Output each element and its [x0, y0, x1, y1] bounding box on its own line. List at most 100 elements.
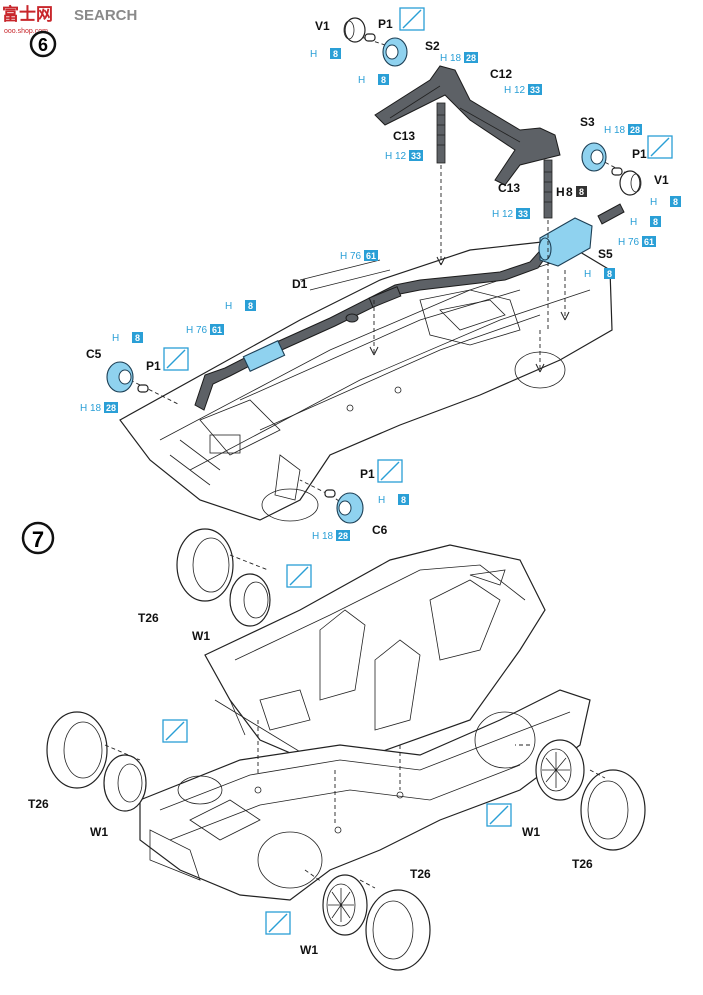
svg-text:8: 8	[653, 217, 658, 227]
label-s3: S3	[580, 115, 595, 129]
svg-text:12: 12	[395, 151, 407, 162]
svg-text:28: 28	[338, 531, 348, 541]
paint-code-h33: H 12 33	[385, 150, 423, 162]
paint-code-h8: H 8	[358, 74, 389, 86]
svg-text:8: 8	[381, 75, 386, 85]
label-c13-right: C13	[498, 181, 520, 195]
svg-text:H: H	[650, 197, 657, 208]
paint-code-h8: H 8	[378, 494, 409, 506]
car-body-interior	[204, 544, 546, 771]
label-c12: C12	[490, 67, 512, 81]
step-6-number: 6	[38, 35, 48, 55]
svg-text:H: H	[630, 217, 637, 228]
svg-text:18: 18	[90, 403, 102, 414]
watermark: 富士网 SEARCH ooo.shop.com	[2, 4, 137, 35]
label-w1-bottom: W1	[300, 943, 318, 957]
lower-chassis	[139, 689, 591, 901]
paint-code-h33: H 12 33	[504, 84, 542, 96]
paint-code-h33: H 12 33	[492, 208, 530, 220]
paint-code-h8: H 8	[112, 332, 143, 344]
step-7-circle: 7	[21, 521, 55, 555]
wheel-w1-left	[103, 754, 147, 812]
svg-text:61: 61	[644, 237, 654, 247]
svg-text:8: 8	[566, 185, 573, 199]
label-w1-top: W1	[192, 629, 210, 643]
tire-t26-top-left	[176, 528, 234, 602]
paint-code-h28: H 18 28	[604, 124, 642, 136]
no-cement-icon	[377, 459, 403, 483]
svg-text:28: 28	[466, 53, 476, 63]
svg-text:H: H	[378, 495, 385, 506]
svg-text:8: 8	[579, 187, 584, 197]
watermark-url: ooo.shop.com	[4, 28, 48, 35]
part-v1-top	[343, 17, 366, 43]
tire-t26-left	[46, 711, 108, 789]
svg-text:H: H	[440, 53, 447, 64]
svg-text:33: 33	[530, 85, 540, 95]
svg-text:H: H	[358, 75, 365, 86]
svg-text:H: H	[385, 151, 392, 162]
wheel-w1-top-left	[229, 573, 271, 627]
label-s5: S5	[598, 247, 613, 261]
paint-code-h8: H 8	[630, 216, 661, 228]
watermark-brand-glyphs: 富士网	[2, 4, 53, 24]
part-p1-top	[364, 33, 376, 42]
svg-text:H: H	[310, 49, 317, 60]
svg-text:8: 8	[607, 269, 612, 279]
svg-text:8: 8	[248, 301, 253, 311]
svg-text:12: 12	[514, 85, 526, 96]
label-s2: S2	[425, 39, 440, 53]
part-c5-bushing	[106, 361, 134, 393]
svg-text:33: 33	[518, 209, 528, 219]
part-v1-right	[619, 170, 642, 196]
svg-text:8: 8	[401, 495, 406, 505]
svg-text:76: 76	[196, 325, 208, 336]
svg-text:8: 8	[333, 49, 338, 59]
paint-code-h61: H 76 61	[340, 250, 378, 262]
svg-text:61: 61	[212, 325, 222, 335]
svg-text:H: H	[340, 251, 347, 262]
svg-text:H: H	[112, 333, 119, 344]
label-p1-left: P1	[146, 359, 161, 373]
part-c6-bushing	[336, 492, 364, 524]
part-p1-right	[611, 167, 623, 176]
arrow-icon	[369, 256, 570, 373]
svg-text:28: 28	[630, 125, 640, 135]
svg-text:18: 18	[322, 531, 334, 542]
label-w1-left: W1	[90, 825, 108, 839]
paint-code-h28: H 18 28	[312, 530, 350, 542]
assembly-guides-step7	[104, 554, 606, 889]
svg-text:61: 61	[366, 251, 376, 261]
tire-t26-right	[580, 769, 646, 851]
svg-text:12: 12	[502, 209, 514, 220]
label-p1-top: P1	[378, 17, 393, 31]
paint-code-h8: H 8	[310, 48, 341, 60]
label-p1-lower: P1	[360, 467, 375, 481]
label-t26-top: T26	[138, 611, 159, 625]
svg-text:H: H	[584, 269, 591, 280]
no-cement-icon	[265, 911, 291, 935]
paint-code-h28: H 18 28	[440, 52, 478, 64]
wheel-w1-bottom	[322, 874, 368, 936]
no-cement-icon	[486, 803, 512, 827]
step-circle-icon	[29, 30, 57, 58]
svg-text:28: 28	[106, 403, 116, 413]
svg-text:H: H	[312, 531, 319, 542]
label-t26-left: T26	[28, 797, 49, 811]
step-circle-icon	[21, 521, 55, 555]
part-p1-left	[137, 384, 149, 393]
svg-text:18: 18	[614, 125, 626, 136]
svg-text:76: 76	[350, 251, 362, 262]
label-t26-bottom: T26	[410, 867, 431, 881]
no-cement-icon	[286, 564, 312, 588]
svg-text:8: 8	[673, 197, 678, 207]
label-v1-right: V1	[654, 173, 669, 187]
svg-text:8: 8	[135, 333, 140, 343]
label-p1-right: P1	[632, 147, 647, 161]
label-d1: D1	[292, 277, 308, 291]
paint-code-h61: H 76 61	[618, 236, 656, 248]
svg-text:18: 18	[450, 53, 462, 64]
svg-text:33: 33	[411, 151, 421, 161]
